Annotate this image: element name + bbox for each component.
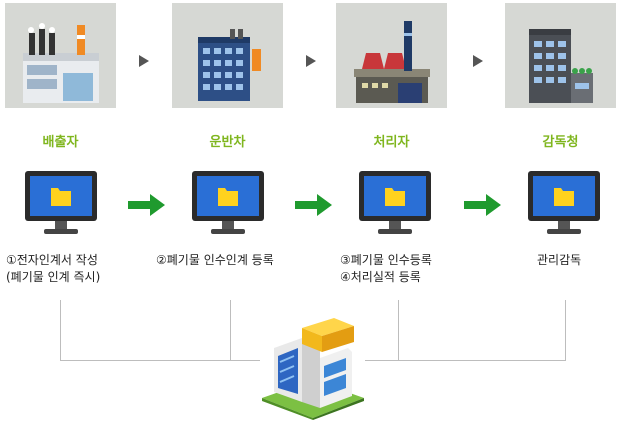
- connector-line: [60, 300, 61, 361]
- folder-icon: [554, 188, 574, 206]
- transporter-tile: [172, 3, 283, 108]
- role-label-emitter: 배출자: [42, 135, 79, 150]
- flow-arrow-1: [128, 194, 165, 216]
- step-text-2: ②폐기물 인수인계 등록: [156, 252, 274, 269]
- role-label-processor: 처리자: [373, 135, 410, 150]
- small-arrow-2: [306, 55, 316, 67]
- emitter-tile: [5, 3, 116, 108]
- folder-icon: [385, 188, 405, 206]
- truck-building-icon: [198, 29, 261, 101]
- step-text-1: ①전자인계서 작성 (폐기물 인계 즉시): [6, 252, 100, 286]
- folder-icon: [51, 188, 71, 206]
- monitor-icon: [359, 171, 431, 234]
- connector-line: [398, 300, 399, 361]
- monitor-icon: [528, 171, 600, 234]
- monitor-icon: [192, 171, 264, 234]
- connector-line: [565, 300, 566, 361]
- small-arrow-3: [473, 55, 483, 67]
- connector-line: [60, 360, 260, 361]
- step-text-3: ③폐기물 인수등록 ④처리실적 등록: [340, 252, 432, 286]
- server-building-icon: [262, 318, 364, 420]
- flow-arrow-2: [295, 194, 332, 216]
- office-icon: [529, 29, 593, 103]
- step-1-line-1: ①전자인계서 작성: [6, 253, 98, 267]
- step-text-4: 관리감독: [537, 252, 581, 269]
- factory-icon: [23, 23, 99, 103]
- connector-line: [230, 300, 231, 361]
- processor-tile: [336, 3, 447, 108]
- step-4-line-1: 관리감독: [537, 253, 582, 267]
- connector-line: [365, 360, 566, 361]
- plant-icon: [354, 21, 430, 103]
- step-3-line-1: ③폐기물 인수등록: [340, 253, 432, 267]
- role-label-supervisor: 감독청: [542, 135, 579, 150]
- folder-icon: [218, 188, 238, 206]
- role-label-transporter: 운반차: [209, 135, 246, 150]
- step-2-line-1: ②폐기물 인수인계 등록: [156, 253, 274, 267]
- small-arrow-1: [139, 55, 149, 67]
- step-1-line-2: (폐기물 인계 즉시): [6, 270, 101, 284]
- monitor-icon: [25, 171, 97, 234]
- supervisor-tile: [505, 3, 616, 108]
- step-3-line-2: ④처리실적 등록: [340, 270, 421, 284]
- flow-arrow-3: [464, 194, 501, 216]
